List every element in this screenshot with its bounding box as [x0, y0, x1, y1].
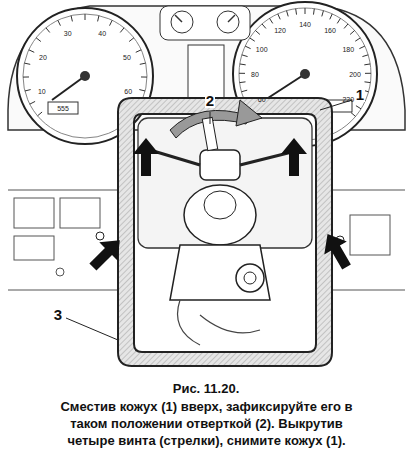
dial-number: 80 [251, 71, 259, 78]
dial-tick [350, 30, 355, 34]
dial-tick [24, 63, 30, 64]
dial-tick [136, 50, 141, 53]
dial-tick [305, 8, 306, 14]
dial-number: 40 [98, 30, 106, 37]
dial-tick [337, 18, 340, 23]
dial-tick [141, 76, 147, 77]
dial-tick [36, 38, 41, 42]
dial-tick [313, 9, 315, 15]
dial-tick [359, 46, 364, 49]
callout-number: 3 [53, 307, 63, 322]
odometer-display: 555 [57, 105, 69, 112]
dial-tick [255, 30, 260, 34]
dial-tick [110, 20, 113, 25]
dial-tick [38, 112, 43, 116]
dial-number: 140 [299, 21, 311, 28]
dial-number: 60 [258, 96, 266, 103]
dial-tick [365, 73, 371, 74]
dial-tick [245, 46, 250, 49]
dial-tick [140, 63, 146, 64]
dial-tick [240, 63, 246, 65]
dial-number: 100 [256, 46, 268, 53]
dial-tick [250, 38, 255, 41]
dial-tick [240, 81, 246, 83]
dial-tick [355, 38, 360, 41]
dial-tick [23, 76, 29, 77]
dial-tick [129, 38, 134, 42]
dial-number: 60 [124, 88, 132, 95]
callout-number: 1 [355, 87, 365, 102]
dial-tick [344, 24, 348, 29]
dial-number: 180 [342, 46, 354, 53]
dial-tick [356, 106, 361, 109]
dial-tick [241, 90, 247, 92]
dial-tick [98, 16, 99, 22]
dial-number: 30 [64, 30, 72, 37]
dial-number: 160 [324, 27, 336, 34]
dial-tick [242, 55, 248, 57]
dial-tick [85, 14, 86, 20]
dial-number: 20 [39, 54, 47, 61]
dial-number: 50 [123, 54, 131, 61]
dial-tick [270, 18, 273, 23]
dial-tick [30, 101, 35, 104]
dial-tick [25, 90, 31, 91]
callout-number: 2 [205, 93, 215, 108]
dial-number: 10 [38, 88, 46, 95]
dial-tick [322, 11, 324, 17]
dial-number: 220 [342, 96, 354, 103]
dial-tick [139, 90, 145, 91]
dial-tick [330, 14, 332, 19]
dial-tick [71, 16, 72, 22]
dial-tick [362, 55, 368, 57]
dial-tick [278, 14, 280, 19]
dial-tick [295, 9, 297, 15]
dial-tick [29, 50, 34, 53]
dial-tick [46, 28, 50, 33]
dial-tick [364, 81, 370, 83]
figure-number: Рис. 11.20. [173, 382, 240, 395]
dial-number: 200 [349, 71, 361, 78]
dial-tick [262, 24, 266, 29]
figure-caption: Сместив кожух (1) вверх, зафиксируйте ег… [60, 398, 353, 449]
dial-tick [287, 11, 289, 17]
dial-tick [364, 63, 370, 65]
dial-tick [58, 20, 61, 25]
dial-tick [120, 28, 124, 33]
dial-tick [239, 73, 245, 74]
dial-tick [351, 113, 356, 117]
dial-number: 120 [274, 27, 286, 34]
